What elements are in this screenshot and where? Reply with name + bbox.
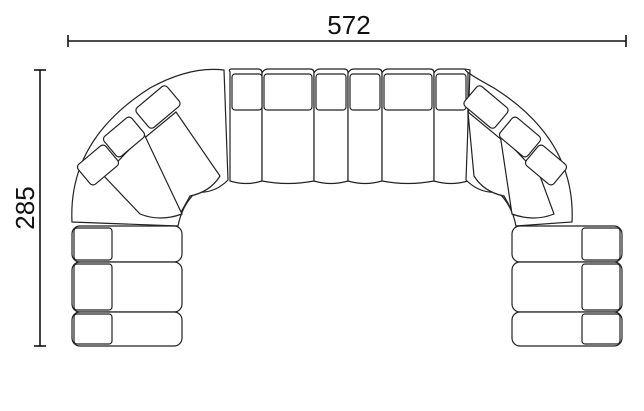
left-side-section [71,225,183,347]
height-label: 285 [10,186,40,229]
back-cushion [435,73,467,111]
back-cushion [231,73,263,111]
width-dimension [67,35,627,47]
height-dimension [34,69,46,347]
back-cushion [263,73,313,111]
corner-seat [499,132,555,219]
corner-arm-cushion [102,116,146,158]
arm-cushion [73,313,113,345]
corner-seat [129,111,221,216]
width-label: 572 [327,10,370,40]
arm-cushion [581,227,621,261]
corner-seat [103,132,183,219]
top-center-section [228,68,469,185]
right-corner-section [463,68,573,227]
corner-seat [467,110,515,217]
corner-arm-cushion [135,85,181,129]
sofa [71,68,623,347]
back-cushion [315,73,347,111]
arm-cushion [73,263,113,311]
arm-cushion [73,227,113,261]
back-cushion [383,73,433,111]
right-side-section [511,225,623,347]
corner-arm-cushion [524,144,568,186]
corner-arm-cushion [76,144,120,186]
back-cushion [349,73,381,111]
corner-arm-cushion [463,85,509,129]
corner-arm-cushion [498,116,542,158]
arm-cushion [581,313,621,345]
left-corner-section [71,68,229,227]
arm-cushion [581,263,621,311]
